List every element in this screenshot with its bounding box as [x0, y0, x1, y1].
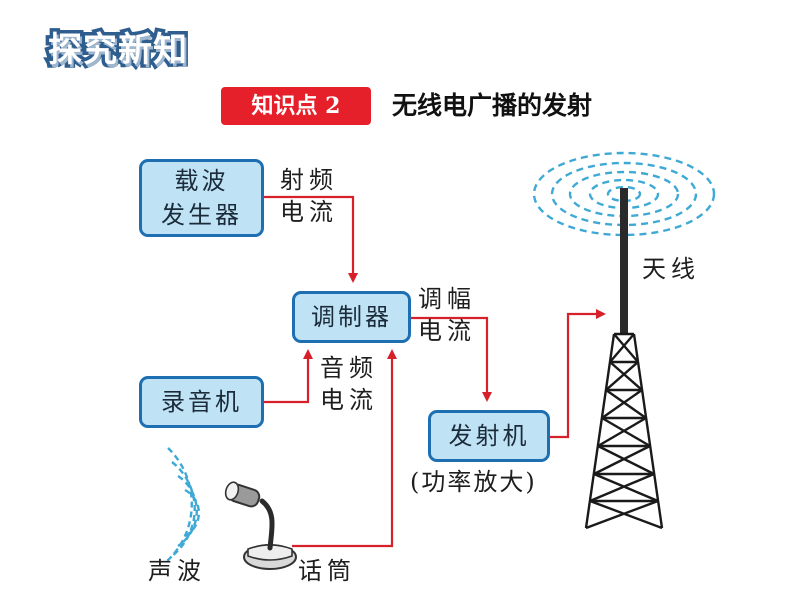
am-current-line1: 调幅 [418, 285, 476, 313]
arrow-carrier-to-modulator [263, 195, 358, 283]
audio-current-line1: 音频 [320, 354, 378, 382]
rf-current-line1: 射频 [280, 166, 338, 194]
arrow-modulator-to-transmitter [411, 316, 492, 402]
microphone-label: 话筒 [298, 557, 356, 585]
arrow-transmitter-to-antenna [550, 309, 606, 439]
am-current-line2: 电流 [418, 317, 476, 345]
transmitter-label: 发射机 [448, 422, 530, 450]
am-current-label: 调幅 电流 [418, 283, 476, 347]
arrow-recorder-to-modulator [264, 349, 313, 404]
carrier-generator-line2: 发生器 [161, 201, 242, 229]
section-banner: 探究新知 [45, 27, 191, 74]
sound-waves [165, 447, 201, 563]
antenna-tower [584, 188, 664, 530]
recorder-box: 录音机 [139, 376, 264, 428]
sound-wave-label: 声波 [148, 557, 206, 585]
modulator-box: 调制器 [292, 291, 411, 343]
antenna-label: 天线 [642, 255, 700, 283]
rf-current-label: 射频 电流 [280, 164, 338, 228]
modulator-label: 调制器 [311, 303, 392, 331]
carrier-generator-line1: 载波 [174, 167, 229, 195]
recorder-label: 录音机 [161, 388, 242, 416]
audio-current-label: 音频 电流 [320, 352, 378, 416]
knowledge-point-title: 无线电广播的发射 [392, 91, 593, 120]
transmitter-box: 发射机 [428, 410, 550, 462]
rf-current-line2: 电流 [280, 198, 338, 226]
microphone-icon [224, 481, 297, 570]
audio-current-line2: 电流 [320, 386, 378, 414]
arrow-microphone-to-modulator [292, 349, 397, 548]
carrier-generator-box: 载波 发生器 [139, 159, 264, 237]
knowledge-point-badge: 知识点 2 [221, 87, 371, 125]
power-amp-label: (功率放大) [410, 468, 537, 496]
